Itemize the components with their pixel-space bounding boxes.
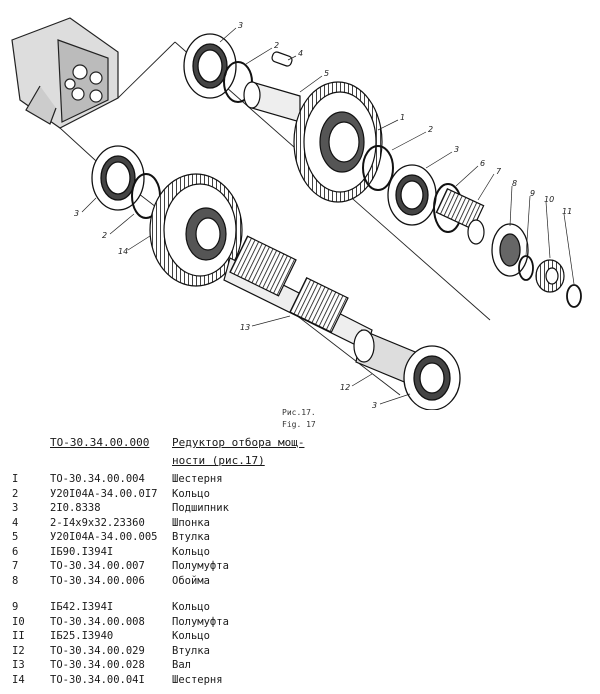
- parts-row: 9 IБ42.I394I Кольцо: [12, 600, 572, 615]
- parts-row: I4 ТО-30.34.00.04I Шестерня: [12, 673, 572, 688]
- svg-text:12: 12: [340, 383, 350, 392]
- exploded-assembly-drawing: 3 2 4 5 1 2 3 6 7 8 9 10 11 3 2 14 13 12…: [11, 17, 582, 410]
- svg-text:8: 8: [512, 179, 517, 188]
- part-name: Обойма: [172, 574, 210, 587]
- part-code: IБ25.I3940: [50, 630, 114, 642]
- parts-row: I2 ТО-30.34.00.029 Втулка: [12, 644, 572, 659]
- part-code: ТО-30.34.00.006: [50, 574, 145, 587]
- svg-text:13: 13: [240, 323, 250, 332]
- part-name: Втулка: [172, 531, 210, 543]
- part-name: Подшипник: [172, 502, 229, 514]
- parts-row: 3 2I0.8338 Подшипник: [12, 501, 572, 516]
- parts-row: I3 ТО-30.34.00.028 Вал: [12, 658, 572, 673]
- part-number: I4: [12, 673, 25, 686]
- part-name: Вал: [172, 659, 191, 671]
- part-number: I3: [12, 659, 25, 671]
- parts-row: 8 ТО-30.34.00.006 Обойма: [12, 574, 572, 589]
- parts-row: 6 IБ90.I394I Кольцо: [12, 545, 572, 560]
- svg-text:2: 2: [102, 231, 107, 240]
- part-name: Кольцо: [172, 545, 210, 558]
- svg-text:2: 2: [428, 125, 433, 134]
- part-code: ТО-30.34.00.008: [50, 615, 145, 628]
- svg-text:14: 14: [118, 247, 128, 256]
- gear-14-drawing: [149, 173, 243, 287]
- svg-text:4: 4: [298, 49, 303, 58]
- gear-1-drawing: [293, 81, 383, 203]
- part-code: ТО-30.34.00.029: [50, 644, 145, 657]
- part-number: I: [12, 473, 19, 485]
- parts-row: II IБ25.I3940 Кольцо: [12, 629, 572, 644]
- assembly-title-line1: Редуктор отбора мощ-: [172, 436, 305, 449]
- parts-row: 7 ТО-30.34.00.007 Полумуфта: [12, 559, 572, 574]
- part-code: У20I04А-34.00.0I7: [50, 487, 158, 500]
- figure-caption-en: Fig. 17: [282, 420, 316, 429]
- part-name: Шпонка: [172, 516, 210, 529]
- part-name: Втулка: [172, 644, 210, 657]
- svg-text:1: 1: [400, 113, 405, 122]
- part-number: 7: [12, 560, 19, 572]
- parts-row: I0 ТО-30.34.00.008 Полумуфта: [12, 615, 572, 630]
- svg-text:3: 3: [74, 209, 79, 218]
- svg-text:3: 3: [454, 145, 459, 154]
- part-number: 2: [12, 487, 19, 500]
- svg-text:7: 7: [496, 167, 502, 176]
- svg-text:10: 10: [544, 195, 554, 204]
- part-code: 2I0.8338: [50, 502, 101, 514]
- parts-row: 4 2-I4х9х32.23360 Шпонка: [12, 516, 572, 531]
- callout-labels: 3 2 4 5 1 2 3 6 7 8 9 10 11 3 2 14 13 12…: [74, 21, 572, 410]
- part-name: Полумуфта: [172, 615, 229, 628]
- svg-text:9: 9: [530, 189, 535, 198]
- part-code: IБ42.I394I: [50, 601, 114, 613]
- parts-row: 2 У20I04А-34.00.0I7 Кольцо: [12, 487, 572, 502]
- part-name: Кольцо: [172, 487, 210, 500]
- part-number: II: [12, 630, 25, 642]
- svg-text:3: 3: [238, 21, 243, 30]
- part-name: Шестерня: [172, 673, 223, 686]
- part-code: ТО-30.34.00.007: [50, 560, 145, 572]
- part-code: У20I04А-34.00.005: [50, 531, 158, 543]
- part-name: Кольцо: [172, 601, 210, 613]
- part-code: ТО-30.34.00.04I: [50, 673, 145, 686]
- assembly-title-line2: ности (рис.17): [172, 454, 265, 467]
- part-number: I2: [12, 644, 25, 657]
- housing-drawing: [11, 17, 119, 129]
- shaft-13-drawing: [223, 235, 373, 351]
- parts-row: 5 У20I04А-34.00.005 Втулка: [12, 530, 572, 545]
- figure-caption-ru: Рис.17.: [282, 408, 316, 417]
- part-number: 8: [12, 574, 19, 587]
- part-number: 3: [12, 502, 19, 514]
- svg-text:11: 11: [562, 207, 572, 216]
- bearing-top-drawing: [183, 33, 237, 99]
- part-name: Полумуфта: [172, 560, 229, 572]
- svg-text:6: 6: [480, 159, 485, 168]
- part-name: Кольцо: [172, 630, 210, 642]
- svg-text:2: 2: [274, 41, 279, 50]
- part-code: ТО-30.34.00.004: [50, 473, 145, 485]
- part-code: ТО-30.34.00.028: [50, 659, 145, 671]
- part-number: 4: [12, 516, 19, 529]
- part-number: I0: [12, 615, 25, 628]
- svg-text:5: 5: [324, 69, 329, 78]
- part-number: 9: [12, 601, 19, 613]
- part-number: 6: [12, 545, 19, 558]
- svg-text:3: 3: [372, 401, 377, 410]
- parts-row: I ТО-30.34.00.004 Шестерня: [12, 472, 572, 487]
- assembly-code: ТО-30.34.00.000: [50, 436, 150, 449]
- part-name: Шестерня: [172, 473, 223, 485]
- part-code: IБ90.I394I: [50, 545, 114, 558]
- part-number: 5: [12, 531, 19, 543]
- part-code: 2-I4х9х32.23360: [50, 516, 145, 529]
